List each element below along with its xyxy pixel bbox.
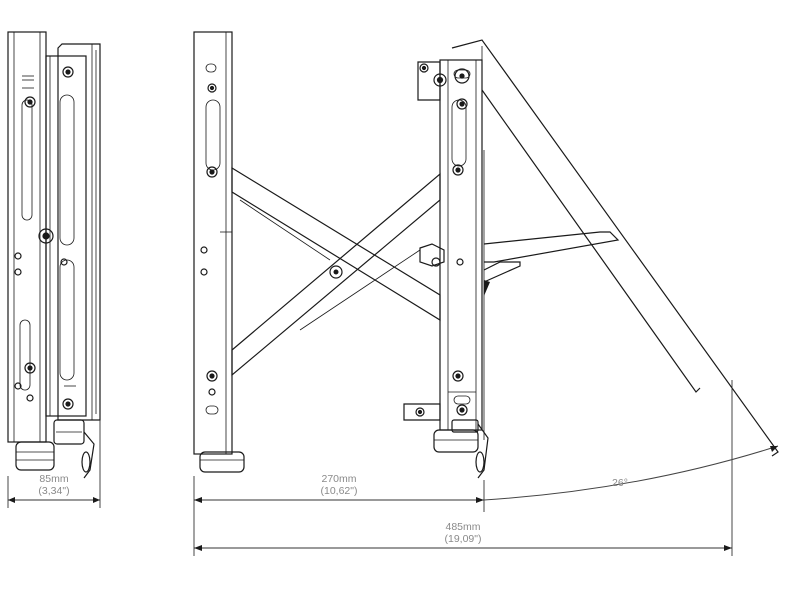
extended-depth-metric: 485mm bbox=[445, 521, 480, 533]
extended-view: 270mm (10,62") 485mm (19,09") 26° bbox=[193, 31, 779, 556]
bracket-depth-imperial: (10,62") bbox=[321, 485, 358, 497]
bracket-depth-metric: 270mm bbox=[321, 473, 356, 485]
side-depth-imperial: (3,34") bbox=[38, 485, 69, 497]
extended-depth-imperial: (19,09") bbox=[445, 533, 482, 545]
side-view: 85mm (3,34") bbox=[7, 31, 101, 508]
side-depth-metric: 85mm bbox=[39, 473, 68, 485]
tilt-angle-label: 26° bbox=[612, 477, 628, 489]
